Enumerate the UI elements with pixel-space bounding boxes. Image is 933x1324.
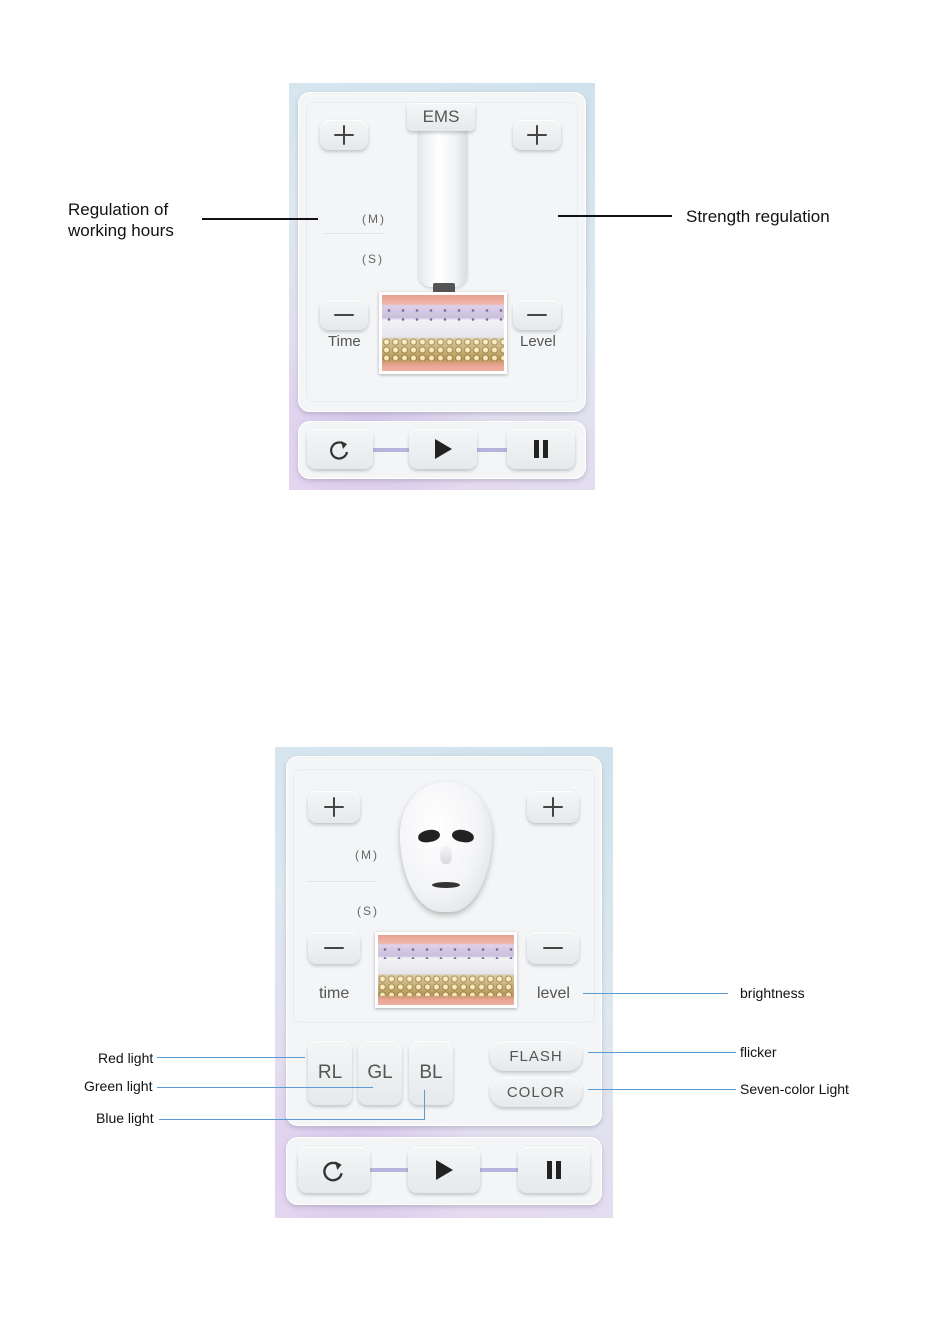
minus-icon <box>543 947 563 949</box>
annotation-blue-light: Blue light <box>96 1110 154 1126</box>
annotation-brightness: brightness <box>740 985 805 1001</box>
minus-icon <box>324 947 344 949</box>
flash-button[interactable]: FLASH <box>490 1041 582 1071</box>
plus-icon <box>527 125 547 145</box>
pause-icon <box>530 438 552 460</box>
annotation-flicker: flicker <box>740 1044 777 1060</box>
time-plus-button[interactable] <box>320 120 368 150</box>
minus-icon <box>527 314 547 316</box>
ems-mode-button[interactable]: EMS <box>407 103 475 131</box>
level-plus-button[interactable] <box>513 120 561 150</box>
led-skin-layers-image <box>375 932 517 1008</box>
play-icon <box>432 437 454 461</box>
plus-icon <box>543 797 563 817</box>
led-level-label: level <box>537 985 570 1003</box>
ems-reset-button[interactable] <box>307 429 373 469</box>
annotation-red-light: Red light <box>98 1050 153 1066</box>
red-light-button[interactable]: RL <box>308 1041 352 1105</box>
annotation-seven-color-light: Seven-color Light <box>740 1081 849 1097</box>
red-light-label: RL <box>318 1062 342 1084</box>
play-icon <box>433 1157 455 1183</box>
blue-light-label: BL <box>419 1062 442 1084</box>
led-time-seconds-unit: (S) <box>357 904 379 918</box>
ems-play-button[interactable] <box>409 429 477 469</box>
ems-mode-label: EMS <box>423 107 460 127</box>
minus-icon <box>334 314 354 316</box>
green-light-label: GL <box>367 1062 392 1084</box>
ems-device-image <box>419 115 467 287</box>
time-minutes-unit: (M) <box>362 212 386 226</box>
time-seconds-unit: (S) <box>362 252 384 266</box>
reset-icon <box>328 437 352 461</box>
annotation-working-hours: Regulation of working hours <box>68 199 174 241</box>
annotation-strength-regulation: Strength regulation <box>686 207 830 227</box>
level-minus-button[interactable] <box>513 300 561 330</box>
led-time-label: time <box>319 985 349 1003</box>
level-label: Level <box>520 333 556 350</box>
led-time-plus-button[interactable] <box>308 791 360 823</box>
green-light-button[interactable]: GL <box>358 1041 402 1105</box>
ems-panel: EMS (M) (S) Time Level <box>289 83 595 490</box>
plus-icon <box>334 125 354 145</box>
ems-pause-button[interactable] <box>507 429 575 469</box>
skin-layers-image <box>379 292 507 374</box>
led-level-minus-button[interactable] <box>527 932 579 964</box>
color-button[interactable]: COLOR <box>490 1077 582 1107</box>
led-reset-button[interactable] <box>298 1147 370 1193</box>
led-pause-button[interactable] <box>518 1147 590 1193</box>
annotation-green-light: Green light <box>84 1078 152 1094</box>
reset-icon <box>321 1157 347 1183</box>
led-panel: (M) (S) time level RL GL BL FLASH COLOR <box>275 747 613 1218</box>
pause-icon <box>543 1158 565 1182</box>
plus-icon <box>324 797 344 817</box>
blue-light-button[interactable]: BL <box>409 1041 453 1105</box>
time-label: Time <box>328 333 361 350</box>
led-time-minus-button[interactable] <box>308 932 360 964</box>
led-level-plus-button[interactable] <box>527 791 579 823</box>
led-time-minutes-unit: (M) <box>355 848 379 862</box>
led-play-button[interactable] <box>408 1147 480 1193</box>
color-label: COLOR <box>507 1084 565 1101</box>
time-minus-button[interactable] <box>320 300 368 330</box>
flash-label: FLASH <box>509 1048 562 1065</box>
